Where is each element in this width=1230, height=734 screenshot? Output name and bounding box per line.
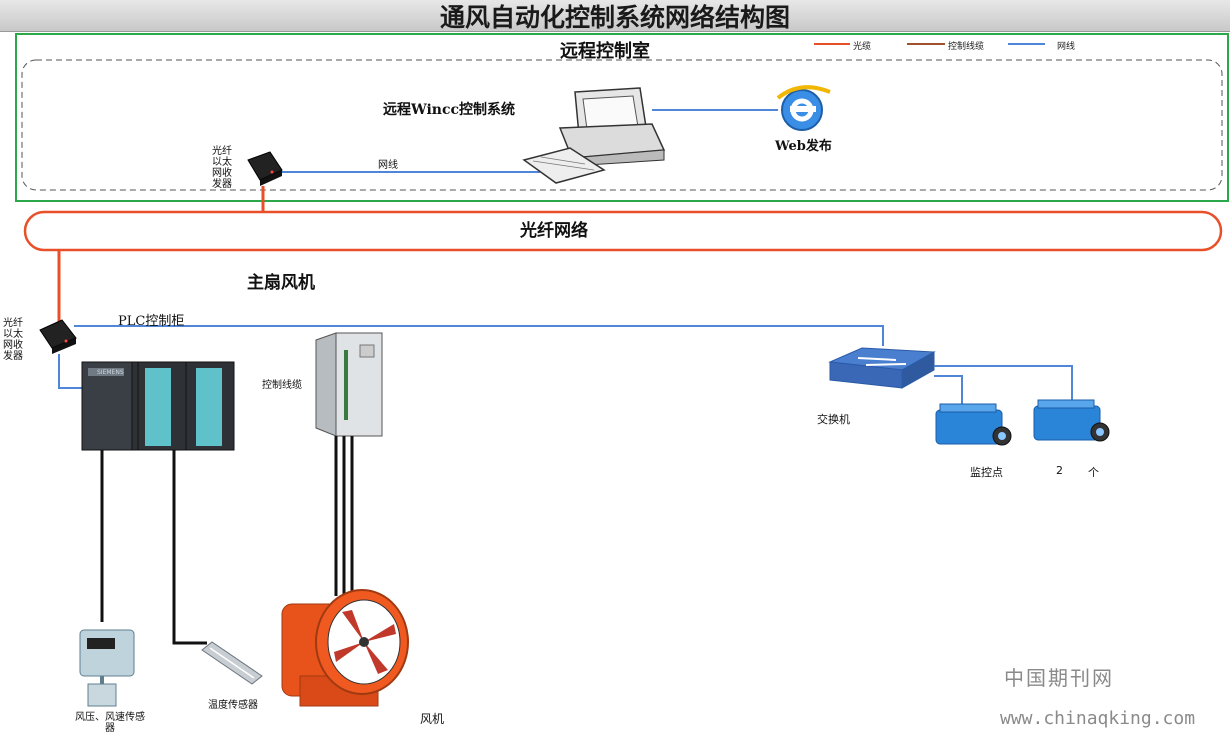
fiber-network-ring — [23, 210, 1223, 252]
control-cabinet-icon — [315, 332, 383, 437]
field-fiber-transceiver-icon — [39, 319, 77, 354]
network-switch-icon — [828, 347, 936, 389]
temp-sensor-icon — [201, 641, 263, 685]
camera-icon — [935, 403, 1012, 446]
monitor-unit: 个 — [1088, 466, 1099, 479]
camera-icon — [1033, 399, 1110, 442]
computer-icon — [522, 87, 666, 184]
legend-label-network: 网线 — [1057, 42, 1076, 52]
watermark-url: www.chinaqking.com — [1000, 708, 1196, 729]
web-browser-icon — [776, 85, 831, 131]
remote-fiber-transceiver-icon — [247, 151, 283, 186]
legend-label-fiber: 光缆 — [853, 42, 872, 52]
transceiver-plc-cable — [58, 354, 82, 389]
camera2-network-cable — [934, 365, 1073, 404]
wind-sensor-icon — [79, 629, 135, 707]
camera1-network-cable — [934, 375, 963, 408]
plc-rack-icon — [81, 361, 235, 451]
fan-icon — [281, 589, 409, 707]
remote-link-label: 网线 — [378, 160, 398, 171]
field-transceiver-label: 光纤以太网收发器 — [3, 318, 23, 362]
remote-room-frame — [15, 33, 1229, 202]
monitor-count: 2 — [1056, 464, 1063, 477]
fan-label: 风机 — [420, 712, 445, 726]
switch-label: 交换机 — [817, 413, 850, 426]
watermark-text: 中国期刊网 — [1004, 666, 1114, 690]
temp-sensor-label: 温度传感器 — [208, 700, 258, 711]
main-fan-label: 主扇风机 — [247, 273, 315, 293]
wincc-label: 远程Wincc控制系统 — [383, 102, 516, 118]
fiber-network-label: 光纤网络 — [520, 221, 588, 241]
plc-network-cable — [74, 325, 884, 346]
remote-transceiver-label: 光纤以太网收发器 — [212, 146, 232, 190]
plc-brand-label: SIEMENS — [97, 369, 124, 376]
diagram-title: 通风自动化控制系统网络结构图 — [0, 0, 1230, 32]
remote-room-label: 远程控制室 — [560, 41, 650, 62]
wind-sensor-label: 风压、风速传感器 — [75, 712, 145, 734]
monitor-point-label: 监控点 — [970, 466, 1003, 479]
plc-cabinet-label: PLC控制柜 — [118, 314, 185, 329]
temp-sensor-cable — [172, 450, 207, 645]
control-cable-label: 控制线缆 — [262, 380, 302, 391]
legend-label-control: 控制线缆 — [948, 42, 985, 52]
web-publish-label: Web发布 — [775, 139, 832, 154]
remote-room-inner-frame — [21, 59, 1223, 191]
